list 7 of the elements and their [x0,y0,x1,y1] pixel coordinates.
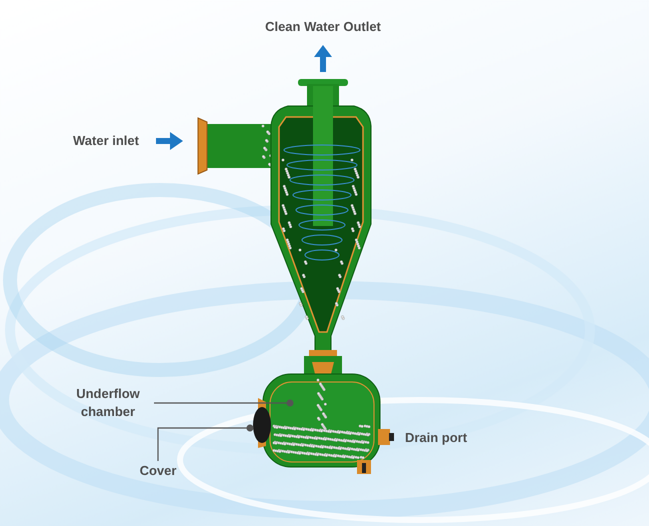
leader-line [157,424,254,461]
callout-label: Water inlet [60,131,152,151]
callout-label: Drain port [394,428,478,448]
callout-label: Clean Water Outlet [250,17,396,37]
leader-line [154,400,294,406]
callout-label: Cover [135,461,181,481]
callout-label: Underflow chamber [62,384,154,422]
